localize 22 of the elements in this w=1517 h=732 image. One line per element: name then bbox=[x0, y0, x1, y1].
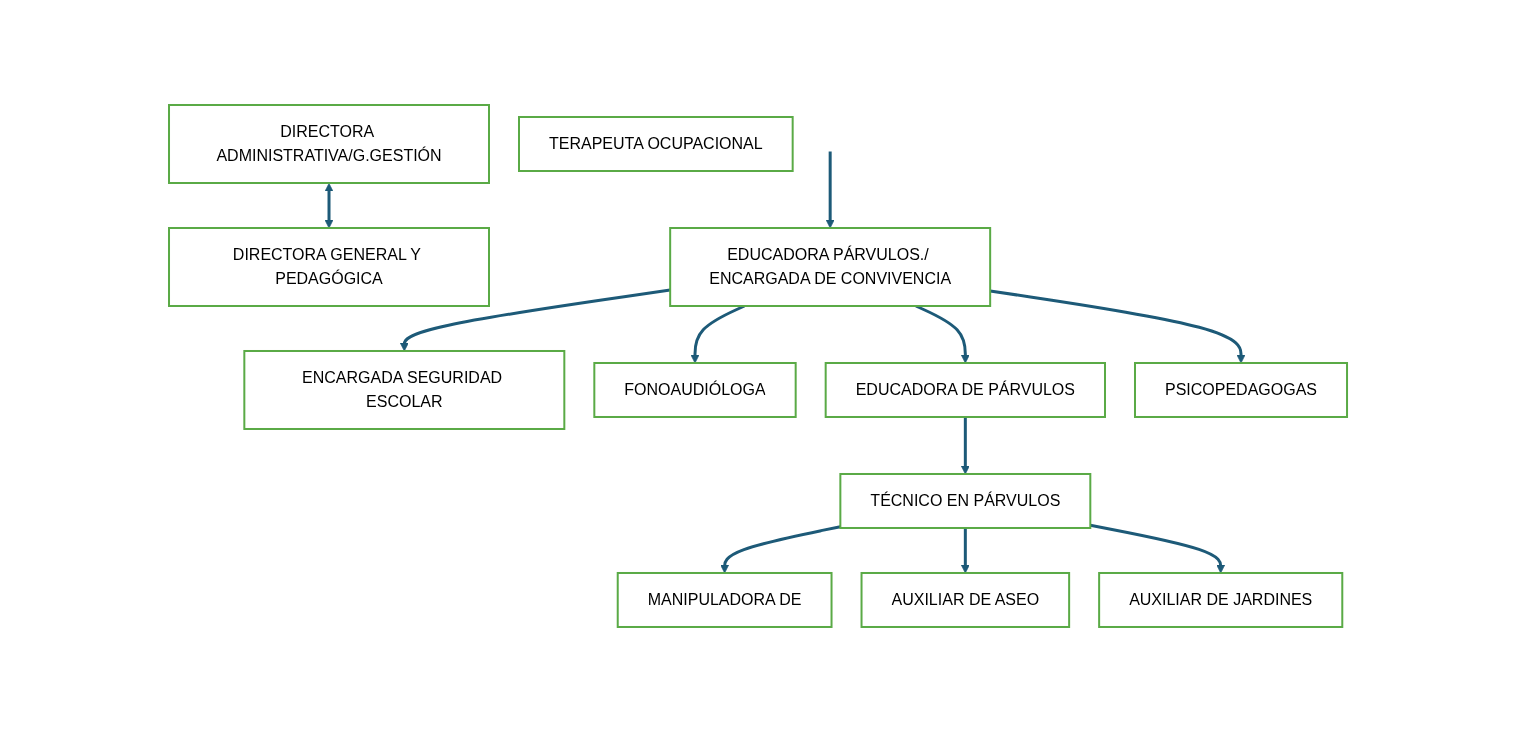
node-box: ENCARGADA SEGURIDAD ESCOLAR bbox=[243, 350, 566, 430]
node-box: TÉCNICO EN PÁRVULOS bbox=[839, 473, 1092, 529]
node-box: PSICOPEDAGOGAS bbox=[1134, 362, 1349, 418]
arrow bbox=[826, 151, 836, 229]
arrow bbox=[325, 183, 334, 229]
arrow bbox=[1090, 523, 1226, 574]
arrow bbox=[720, 525, 842, 574]
node-box: AUXILIAR DE JARDINES bbox=[1098, 572, 1344, 628]
arrow bbox=[961, 528, 971, 574]
arrow bbox=[990, 289, 1246, 364]
arrow bbox=[915, 304, 971, 364]
node-box: AUXILIAR DE ASEO bbox=[861, 572, 1071, 628]
node-box: EDUCADORA PÁRVULOS./ ENCARGADA DE CONVIVENCIA bbox=[669, 227, 992, 307]
node-box: DIRECTORA GENERAL Y PEDAGÓGICA bbox=[168, 227, 491, 307]
node-box: MANIPULADORA DE bbox=[617, 572, 833, 628]
arrow bbox=[961, 417, 971, 475]
node-box: FONOAUDIÓLOGA bbox=[593, 362, 798, 418]
node-box: DIRECTORA ADMINISTRATIVA/G.GESTIÓN bbox=[168, 104, 491, 184]
arrow bbox=[691, 304, 746, 364]
node-box: TERAPEUTA OCUPACIONAL bbox=[518, 116, 795, 172]
arrow bbox=[400, 288, 671, 352]
node-box: EDUCADORA DE PÁRVULOS bbox=[825, 362, 1107, 418]
